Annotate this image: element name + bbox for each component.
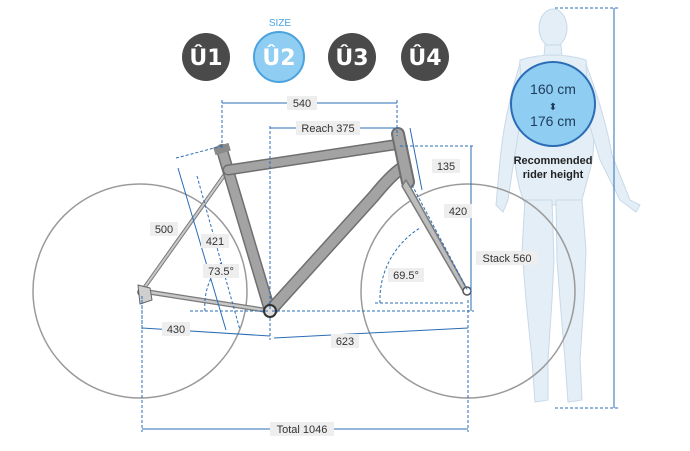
seat-tube-value: 500: [155, 224, 173, 236]
rider-range-icon: ⬍: [549, 102, 557, 113]
size-button-1[interactable]: Û1: [182, 33, 230, 81]
size-button-1-label: Û1: [189, 45, 222, 71]
dimension-label-chainstay: 430: [162, 322, 190, 336]
size-caption: SIZE: [269, 18, 292, 29]
rider-max-height: 176 cm: [530, 113, 576, 129]
dimension-label-head-angle: 69.5°: [388, 268, 424, 282]
rider-height-badge: 160 cm ⬍ 176 cm: [510, 61, 596, 147]
seat-clamp: [213, 142, 231, 156]
top-length-value: 540: [293, 98, 311, 110]
size-button-2[interactable]: Û2: [253, 31, 305, 83]
dimension-label-seat-angle: 73.5°: [203, 264, 239, 278]
dimension-label-wheelbase: Total 1046: [270, 422, 334, 436]
chainstay-value: 430: [167, 324, 185, 336]
bike-frame: [137, 127, 472, 318]
head-angle-value: 69.5°: [393, 270, 419, 282]
size-button-2-label: Û2: [262, 45, 295, 71]
rear-dropout: [137, 284, 153, 305]
stack-value: Stack 560: [483, 253, 532, 265]
rider-caption-line2: rider height: [523, 169, 584, 181]
front-center-value: 623: [336, 336, 354, 348]
dimension-label-top-length: 540: [287, 96, 317, 110]
rider-min-height: 160 cm: [530, 81, 576, 97]
seat-tube-ctt-value: 421: [206, 236, 224, 248]
wheelbase-value: Total 1046: [277, 424, 328, 436]
dimension-label-seat-tube-ctt: 421: [201, 234, 229, 248]
fork-length-value: 420: [449, 206, 467, 218]
head-tube-value: 135: [437, 161, 455, 173]
dimension-label-fork: 420: [444, 204, 472, 218]
dimension-label-head-tube: 135: [432, 159, 460, 173]
bottom-bracket: [263, 304, 277, 318]
dimension-label-reach: Reach 375: [296, 121, 360, 135]
rear-wheel: [32, 183, 248, 399]
size-button-3-label: Û3: [335, 45, 368, 71]
rider-caption-line1: Recommended: [514, 155, 593, 167]
size-button-4[interactable]: Û4: [401, 33, 449, 81]
size-button-4-label: Û4: [408, 45, 441, 71]
seat-angle-value: 73.5°: [208, 266, 234, 278]
dimension-label-front-center: 623: [331, 334, 359, 348]
dimension-lines: [141, 100, 474, 432]
reach-value: Reach 375: [301, 123, 354, 135]
dimension-label-seat-tube: 500: [150, 222, 178, 236]
dimension-label-stack: Stack 560: [476, 251, 538, 265]
size-button-3[interactable]: Û3: [328, 33, 376, 81]
